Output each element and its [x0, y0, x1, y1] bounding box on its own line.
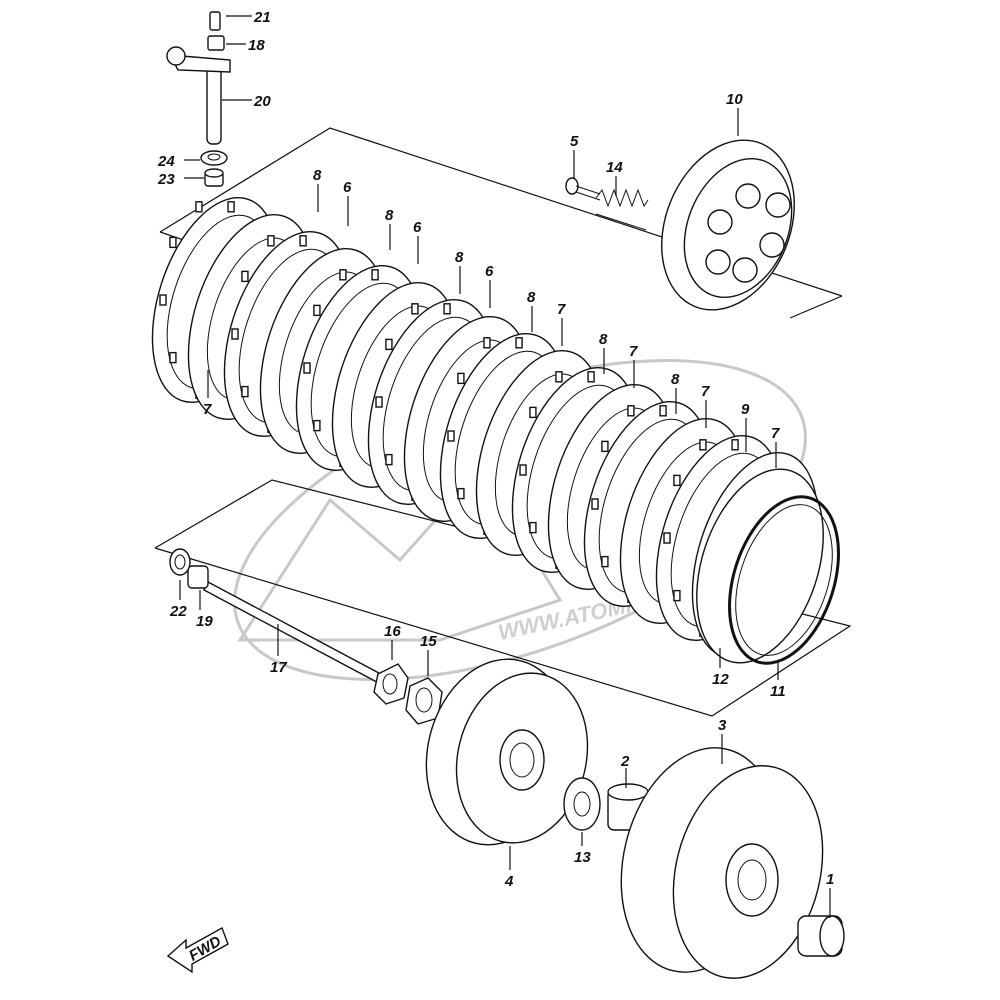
callout-14: 14 — [606, 159, 623, 176]
plate-tab — [457, 487, 465, 500]
oil-seal-24 — [200, 150, 228, 166]
callout-8: 8 — [671, 371, 680, 388]
callout-8: 8 — [313, 167, 322, 184]
plate-tab — [659, 405, 667, 417]
spacer-1 — [797, 915, 845, 957]
plate-tab — [731, 439, 739, 451]
plate-tab — [231, 328, 239, 340]
callout-11: 11 — [770, 683, 786, 700]
plate-tab — [529, 406, 537, 419]
plate-tab — [241, 270, 249, 283]
callout-9: 9 — [741, 401, 750, 418]
plate-tab — [673, 474, 681, 487]
callout-13: 13 — [574, 849, 591, 866]
plate-tab — [385, 453, 393, 466]
plate-tab — [371, 269, 379, 281]
clutch-spring-14 — [595, 188, 649, 231]
callout-1: 1 — [826, 871, 834, 888]
plate-tab — [241, 385, 249, 398]
callout-18: 18 — [248, 37, 265, 54]
bolt-5 — [565, 177, 601, 201]
callout-19: 19 — [196, 613, 213, 630]
callout-22: 22 — [169, 603, 187, 620]
plate-tab — [195, 201, 203, 213]
plate-tab — [227, 201, 235, 213]
plate-tab — [443, 303, 451, 315]
callout-17: 17 — [270, 659, 287, 676]
clutch-sleeve-hub-4 — [425, 658, 589, 846]
plate-tab — [587, 371, 595, 383]
callout-7: 7 — [629, 343, 638, 360]
plate-tab — [339, 269, 347, 281]
nut-16 — [373, 663, 409, 705]
fwd-arrow-icon: FWD — [166, 926, 229, 974]
lower-assembly-frame — [154, 479, 852, 717]
plate-tab — [169, 351, 177, 364]
callout-7: 7 — [701, 383, 710, 400]
plate-tab — [601, 440, 609, 453]
callout-4: 4 — [504, 873, 514, 890]
plate-tab — [303, 362, 311, 374]
callout-leaders — [179, 15, 831, 918]
pressure-plate-10 — [661, 139, 795, 311]
callout-20: 20 — [253, 93, 271, 110]
callout-7: 7 — [557, 301, 566, 318]
plate-tab — [519, 464, 527, 476]
callout-8: 8 — [385, 207, 394, 224]
callout-6: 6 — [343, 179, 352, 196]
plate-tab — [529, 521, 537, 534]
plate-tab — [299, 235, 307, 247]
callout-7: 7 — [203, 401, 212, 418]
callout-2: 2 — [620, 753, 630, 770]
thrust-washer-13 — [563, 777, 601, 831]
plate-tab — [411, 303, 419, 315]
callout-6: 6 — [485, 263, 494, 280]
bearing-23 — [204, 168, 224, 187]
callout-16: 16 — [384, 623, 401, 640]
plate-tab — [601, 555, 609, 568]
clutch-plate-stack — [151, 197, 824, 664]
plate-tab — [515, 337, 523, 349]
plate-tab — [673, 589, 681, 602]
plate-tab — [457, 372, 465, 385]
callout-3: 3 — [718, 717, 727, 734]
callout-15: 15 — [420, 633, 437, 650]
plate-tab — [555, 371, 563, 383]
callout-10: 10 — [726, 91, 743, 108]
callout-6: 6 — [413, 219, 422, 236]
plate-tab — [159, 294, 167, 306]
release-shaft-assembly — [166, 11, 231, 145]
plate-tab — [447, 430, 455, 442]
plate-tab — [591, 498, 599, 510]
callout-21: 21 — [253, 9, 271, 26]
callout-8: 8 — [599, 331, 608, 348]
push-piece-19 — [187, 565, 209, 589]
push-rod-17 — [203, 581, 393, 689]
callout-8: 8 — [527, 289, 536, 306]
callout-8: 8 — [455, 249, 464, 266]
plate-tab — [313, 304, 321, 317]
plate-tab — [385, 338, 393, 351]
callout-23: 23 — [157, 171, 175, 188]
callout-labels: 21 18 20 24 23 10 5 14 8 6 8 6 8 6 8 7 8… — [157, 9, 834, 890]
plate-tab — [375, 396, 383, 408]
callout-5: 5 — [570, 133, 579, 150]
plate-tab — [699, 439, 707, 451]
wire-ring-11 — [728, 495, 840, 665]
plate-tab — [169, 236, 177, 249]
plate-tab — [627, 405, 635, 417]
plate-tab — [483, 337, 491, 349]
callout-24: 24 — [157, 153, 175, 170]
callout-12: 12 — [712, 671, 729, 688]
plate-tab — [267, 235, 275, 247]
seal-22 — [169, 548, 191, 576]
plate-tab — [663, 532, 671, 544]
primary-driven-gear-housing-3 — [620, 747, 824, 979]
plate-tab — [313, 419, 321, 432]
callout-7: 7 — [771, 425, 780, 442]
